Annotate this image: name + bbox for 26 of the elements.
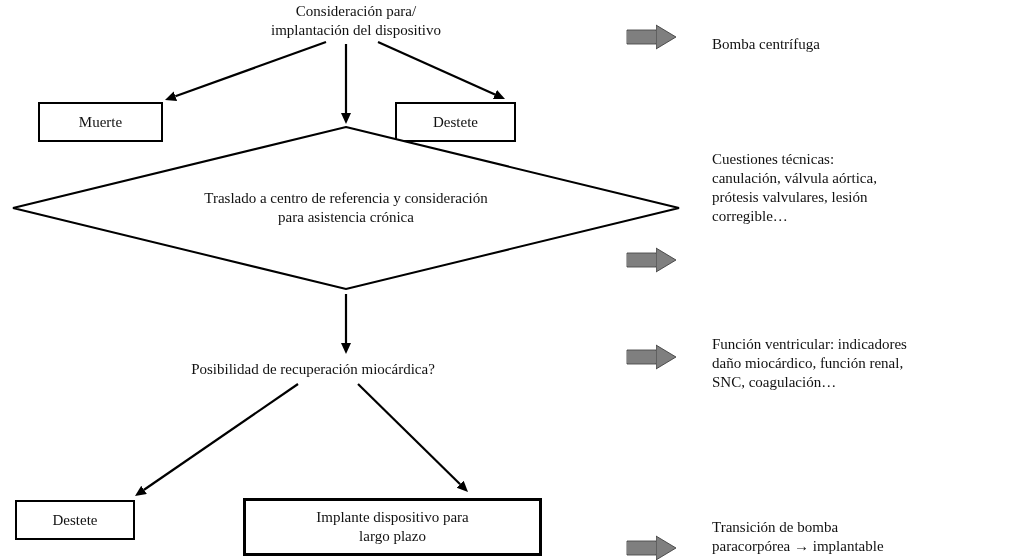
arrow: [377, 41, 505, 100]
decision-diamond: [12, 126, 680, 290]
process-box: [38, 102, 163, 142]
arrow: [165, 40, 327, 101]
node-text: Posibilidad de recuperación miocárdica?: [128, 356, 498, 382]
node-text: Bomba centrífuga: [676, 30, 976, 58]
node-text: Consideración para/ implantación del dispositivo: [246, 0, 466, 42]
block-arrow: [626, 344, 677, 370]
process-box: [395, 102, 516, 142]
node-text: Transición de bomba paracorpórea → implantable: [676, 518, 976, 558]
node-text: Muerte: [78, 112, 123, 132]
arrow: [357, 383, 468, 492]
block-arrow: [626, 24, 677, 50]
node-text: Cuestiones técnicas: canulación, válvula aórtica, prótesis valvulares, lesión corregible…: [676, 150, 976, 272]
arrow: [341, 44, 351, 124]
block-arrow: [626, 247, 677, 273]
node-text: Destete: [433, 112, 478, 132]
process-box: [15, 500, 135, 540]
node-text: Función ventricular: indicadores daño miocárdico, función renal, SNC, coagulación…: [676, 335, 1032, 399]
arrow: [135, 383, 299, 496]
arrow: [341, 294, 351, 354]
process-box: [243, 498, 542, 556]
node-text: Traslado a centro de referencia y consideración para asistencia crónica: [203, 189, 489, 227]
node-text: Implante dispositivo para largo plazo: [315, 508, 470, 546]
node-text: Destete: [52, 510, 98, 530]
block-arrow: [626, 535, 677, 560]
